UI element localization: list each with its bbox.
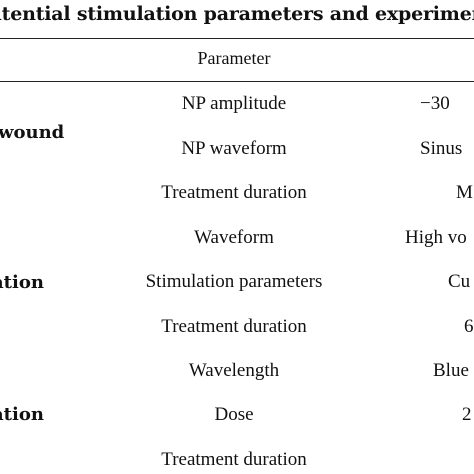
parameter-cell: NP amplitude	[181, 93, 287, 114]
parameter-cell: Stimulation parameters	[145, 271, 323, 292]
table-caption: ntential stimulation parameters and expe…	[0, 3, 474, 25]
group-label: wound	[0, 122, 65, 143]
value-cell: High vo	[405, 227, 467, 248]
value-cell: M	[456, 182, 473, 203]
parameter-cell: Dose	[214, 404, 254, 425]
value-cell: Sinus	[420, 138, 463, 159]
value-cell: −30	[420, 93, 450, 114]
parameter-cell: Treatment duration	[161, 316, 307, 337]
header-rule	[0, 81, 474, 82]
parameter-column-header: Parameter	[197, 48, 271, 68]
parameter-cell: Treatment duration	[161, 182, 307, 203]
parameter-cell: Wavelength	[188, 360, 280, 381]
value-cell: 6	[464, 316, 474, 337]
parameter-cell: Treatment duration	[161, 449, 307, 470]
group-label: ation	[0, 272, 44, 293]
value-cell: 2	[462, 404, 472, 425]
parameter-cell: Waveform	[194, 227, 274, 248]
value-cell: Blue	[433, 360, 469, 381]
parameter-cell: NP waveform	[181, 138, 287, 159]
value-cell: Cu	[448, 271, 471, 292]
group-label: ation	[0, 404, 44, 425]
top-rule	[0, 38, 474, 39]
